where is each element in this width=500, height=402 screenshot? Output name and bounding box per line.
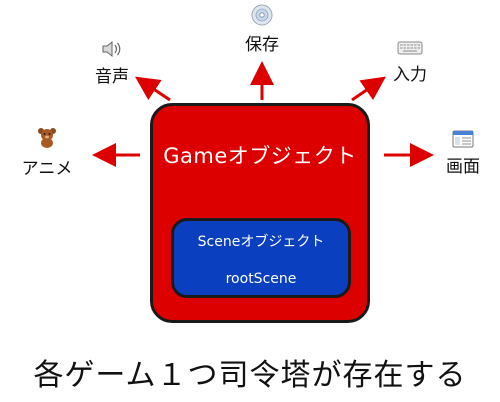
scene-object-box: Sceneオブジェクト rootScene bbox=[171, 218, 351, 298]
window-icon bbox=[452, 130, 474, 148]
game-object-title: Gameオブジェクト bbox=[163, 144, 357, 168]
keyboard-icon bbox=[397, 41, 423, 55]
arrow-to-input bbox=[351, 76, 386, 102]
game-object-box: Gameオブジェクト Sceneオブジェクト rootScene bbox=[150, 103, 370, 323]
arrow-to-sound bbox=[135, 76, 171, 102]
screen-label: 画面 bbox=[446, 157, 480, 177]
speaker-icon bbox=[102, 40, 121, 58]
scene-object-title: Sceneオブジェクト bbox=[197, 234, 325, 250]
input-node: 入力 bbox=[386, 40, 434, 85]
input-label: 入力 bbox=[393, 65, 427, 85]
save-node: 保存 bbox=[240, 4, 284, 55]
bear-icon bbox=[38, 128, 56, 148]
cd-disc-icon bbox=[251, 4, 273, 26]
anime-label: アニメ bbox=[21, 159, 73, 179]
screen-node: 画面 bbox=[438, 130, 488, 177]
sound-node: 音声 bbox=[88, 40, 136, 87]
save-label: 保存 bbox=[245, 35, 279, 55]
caption: 各ゲーム１つ司令塔が存在する bbox=[33, 358, 467, 393]
root-scene-label: rootScene bbox=[225, 271, 297, 287]
sound-label: 音声 bbox=[95, 67, 129, 87]
anime-node: アニメ bbox=[12, 126, 82, 179]
